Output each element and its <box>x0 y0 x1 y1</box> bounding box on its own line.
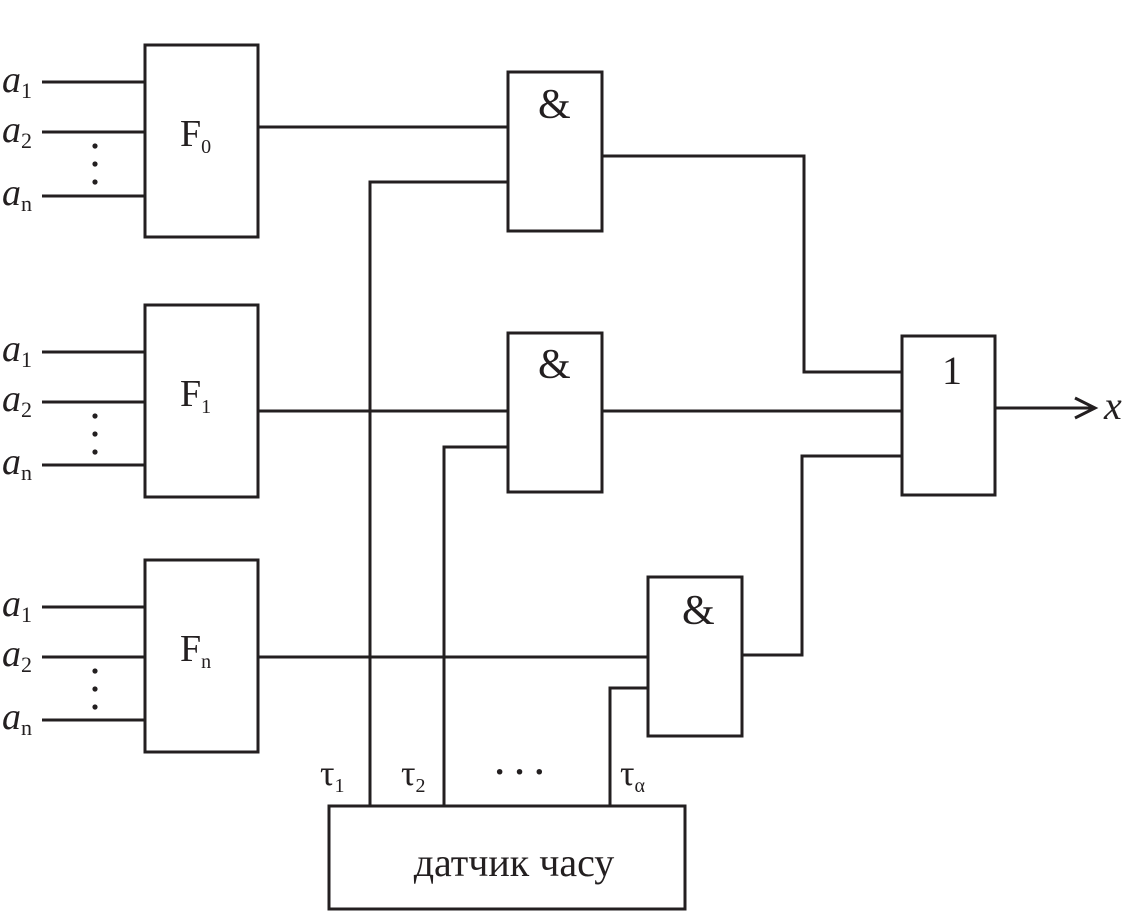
clock-tap-labels: τ1 τ2 · · · τα <box>320 753 645 797</box>
input-label-fn-an: an <box>2 696 32 740</box>
and-gate-1-symbol: & <box>538 82 571 128</box>
input-label-f1-a2: a2 <box>2 378 32 422</box>
and-output-wires <box>602 154 904 657</box>
tap-label-tau2: τ2 <box>401 753 425 797</box>
input-label-fn-a2: a2 <box>2 633 32 677</box>
and-gate-3-symbol: & <box>682 588 715 634</box>
function-block-fn-label: Fn <box>180 628 211 673</box>
input-label-f1-an: an <box>2 441 32 485</box>
function-block-f0: F0 <box>143 43 260 239</box>
input-label-f1-a1: a1 <box>2 328 32 372</box>
clock-generator-label: датчик часу <box>414 840 615 885</box>
and-gate-3: & <box>646 575 744 738</box>
or-gate-symbol: 1 <box>942 348 962 393</box>
input-label-f0-a2: a2 <box>2 109 32 153</box>
function-block-f1: F1 <box>143 303 260 499</box>
tap-ellipsis: · · · <box>494 754 545 791</box>
tap-label-tau-alpha: τα <box>620 753 645 797</box>
input-label-f0-a1: a1 <box>2 59 32 103</box>
function-output-wires <box>258 125 650 659</box>
function-block-f1-label: F1 <box>180 373 211 418</box>
input-label-fn-a1: a1 <box>2 583 32 627</box>
output-label: x <box>1103 383 1122 428</box>
input-labels: a1 a2 an a1 a2 an a1 a2 an <box>2 59 32 740</box>
and-gate-2: & <box>506 331 604 494</box>
output-arrow <box>995 396 1099 420</box>
input-ellipsis-dots <box>92 143 98 710</box>
tap-label-tau1: τ1 <box>320 753 344 797</box>
or-gate: 1 <box>900 334 997 497</box>
input-label-f0-an: an <box>2 172 32 216</box>
clock-generator-block: датчик часу <box>327 804 687 911</box>
and-gate-1: & <box>506 70 604 233</box>
input-wires <box>42 80 145 722</box>
clock-tap-wires <box>368 180 650 808</box>
function-block-fn: Fn <box>143 558 260 754</box>
and-gate-2-symbol: & <box>538 342 571 388</box>
function-block-f0-label: F0 <box>180 113 211 158</box>
